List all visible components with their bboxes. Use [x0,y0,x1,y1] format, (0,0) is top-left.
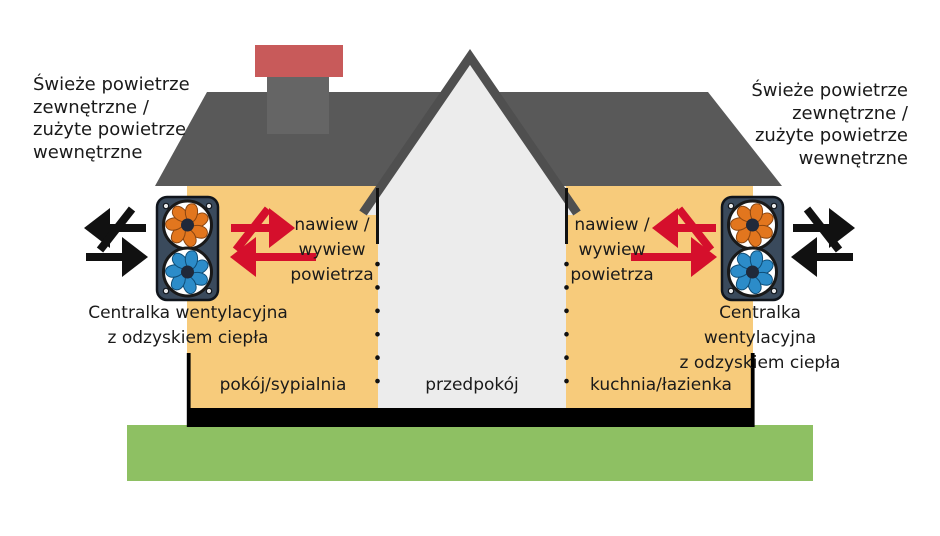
room-label-hallway: przedpokój [425,375,519,395]
right-wall-edge [750,353,755,427]
fan-unit-icon [157,197,218,300]
chimney-body [267,77,329,134]
black-swap-arrows-icon [791,206,855,277]
chimney-icon [255,45,343,134]
chimney-cap [255,45,343,77]
gable-fill [365,57,575,215]
gable-outline [359,49,581,216]
partition-lines [375,188,569,407]
gable [359,49,581,216]
fan-unit-icon [722,197,783,300]
room-label-bedroom: pokój/sypialnia [219,375,347,395]
red-swap-arrows-icon [631,206,717,277]
hallway-wall [378,185,566,408]
red-swap-arrows-icon [230,206,316,277]
airflow-label-right: nawiew / wywiew powietrza [570,215,654,285]
outside-air-label-left: Świeże powietrze zewnętrzne / zużyte pow… [33,74,190,163]
heat-recovery-unit-label-left: Centralka wentylacyjna z odzyskiem ciepł… [88,303,288,348]
room-label-kitchen-bathroom: kuchnia/łazienka [590,375,732,395]
foundation-strip [187,408,753,427]
outside-air-label-right: Świeże powietrze zewnętrzne / zużyte pow… [751,80,908,169]
grass-strip [127,425,813,481]
left-wall-edge [186,353,191,427]
heat-recovery-unit-label-right: Centralka wentylacyjna z odzyskiem ciepł… [679,303,841,373]
black-swap-arrows-icon [84,206,148,277]
airflow-label-left: nawiew / wywiew powietrza [290,215,374,285]
